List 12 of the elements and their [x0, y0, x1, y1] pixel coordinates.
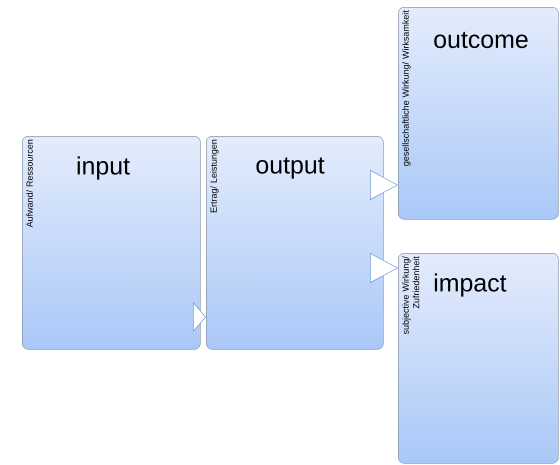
box-heading: input — [78, 156, 130, 180]
process-box — [22, 136, 201, 350]
side-label: Ertrag/ Leistungen — [210, 140, 219, 212]
box-heading: outcome — [434, 32, 528, 48]
side-label: gesellschaftliche Wirkung/ Wirksamkeit — [402, 10, 411, 166]
box-heading: impact — [434, 273, 506, 297]
process-box — [398, 7, 559, 220]
process-box — [398, 253, 559, 464]
process-box — [206, 136, 384, 350]
side-label: subjective Wirkung/ Zufriedenheit — [402, 256, 420, 334]
box-heading: output — [256, 157, 324, 179]
side-label: Aufwand/ Ressourcen — [26, 140, 33, 228]
